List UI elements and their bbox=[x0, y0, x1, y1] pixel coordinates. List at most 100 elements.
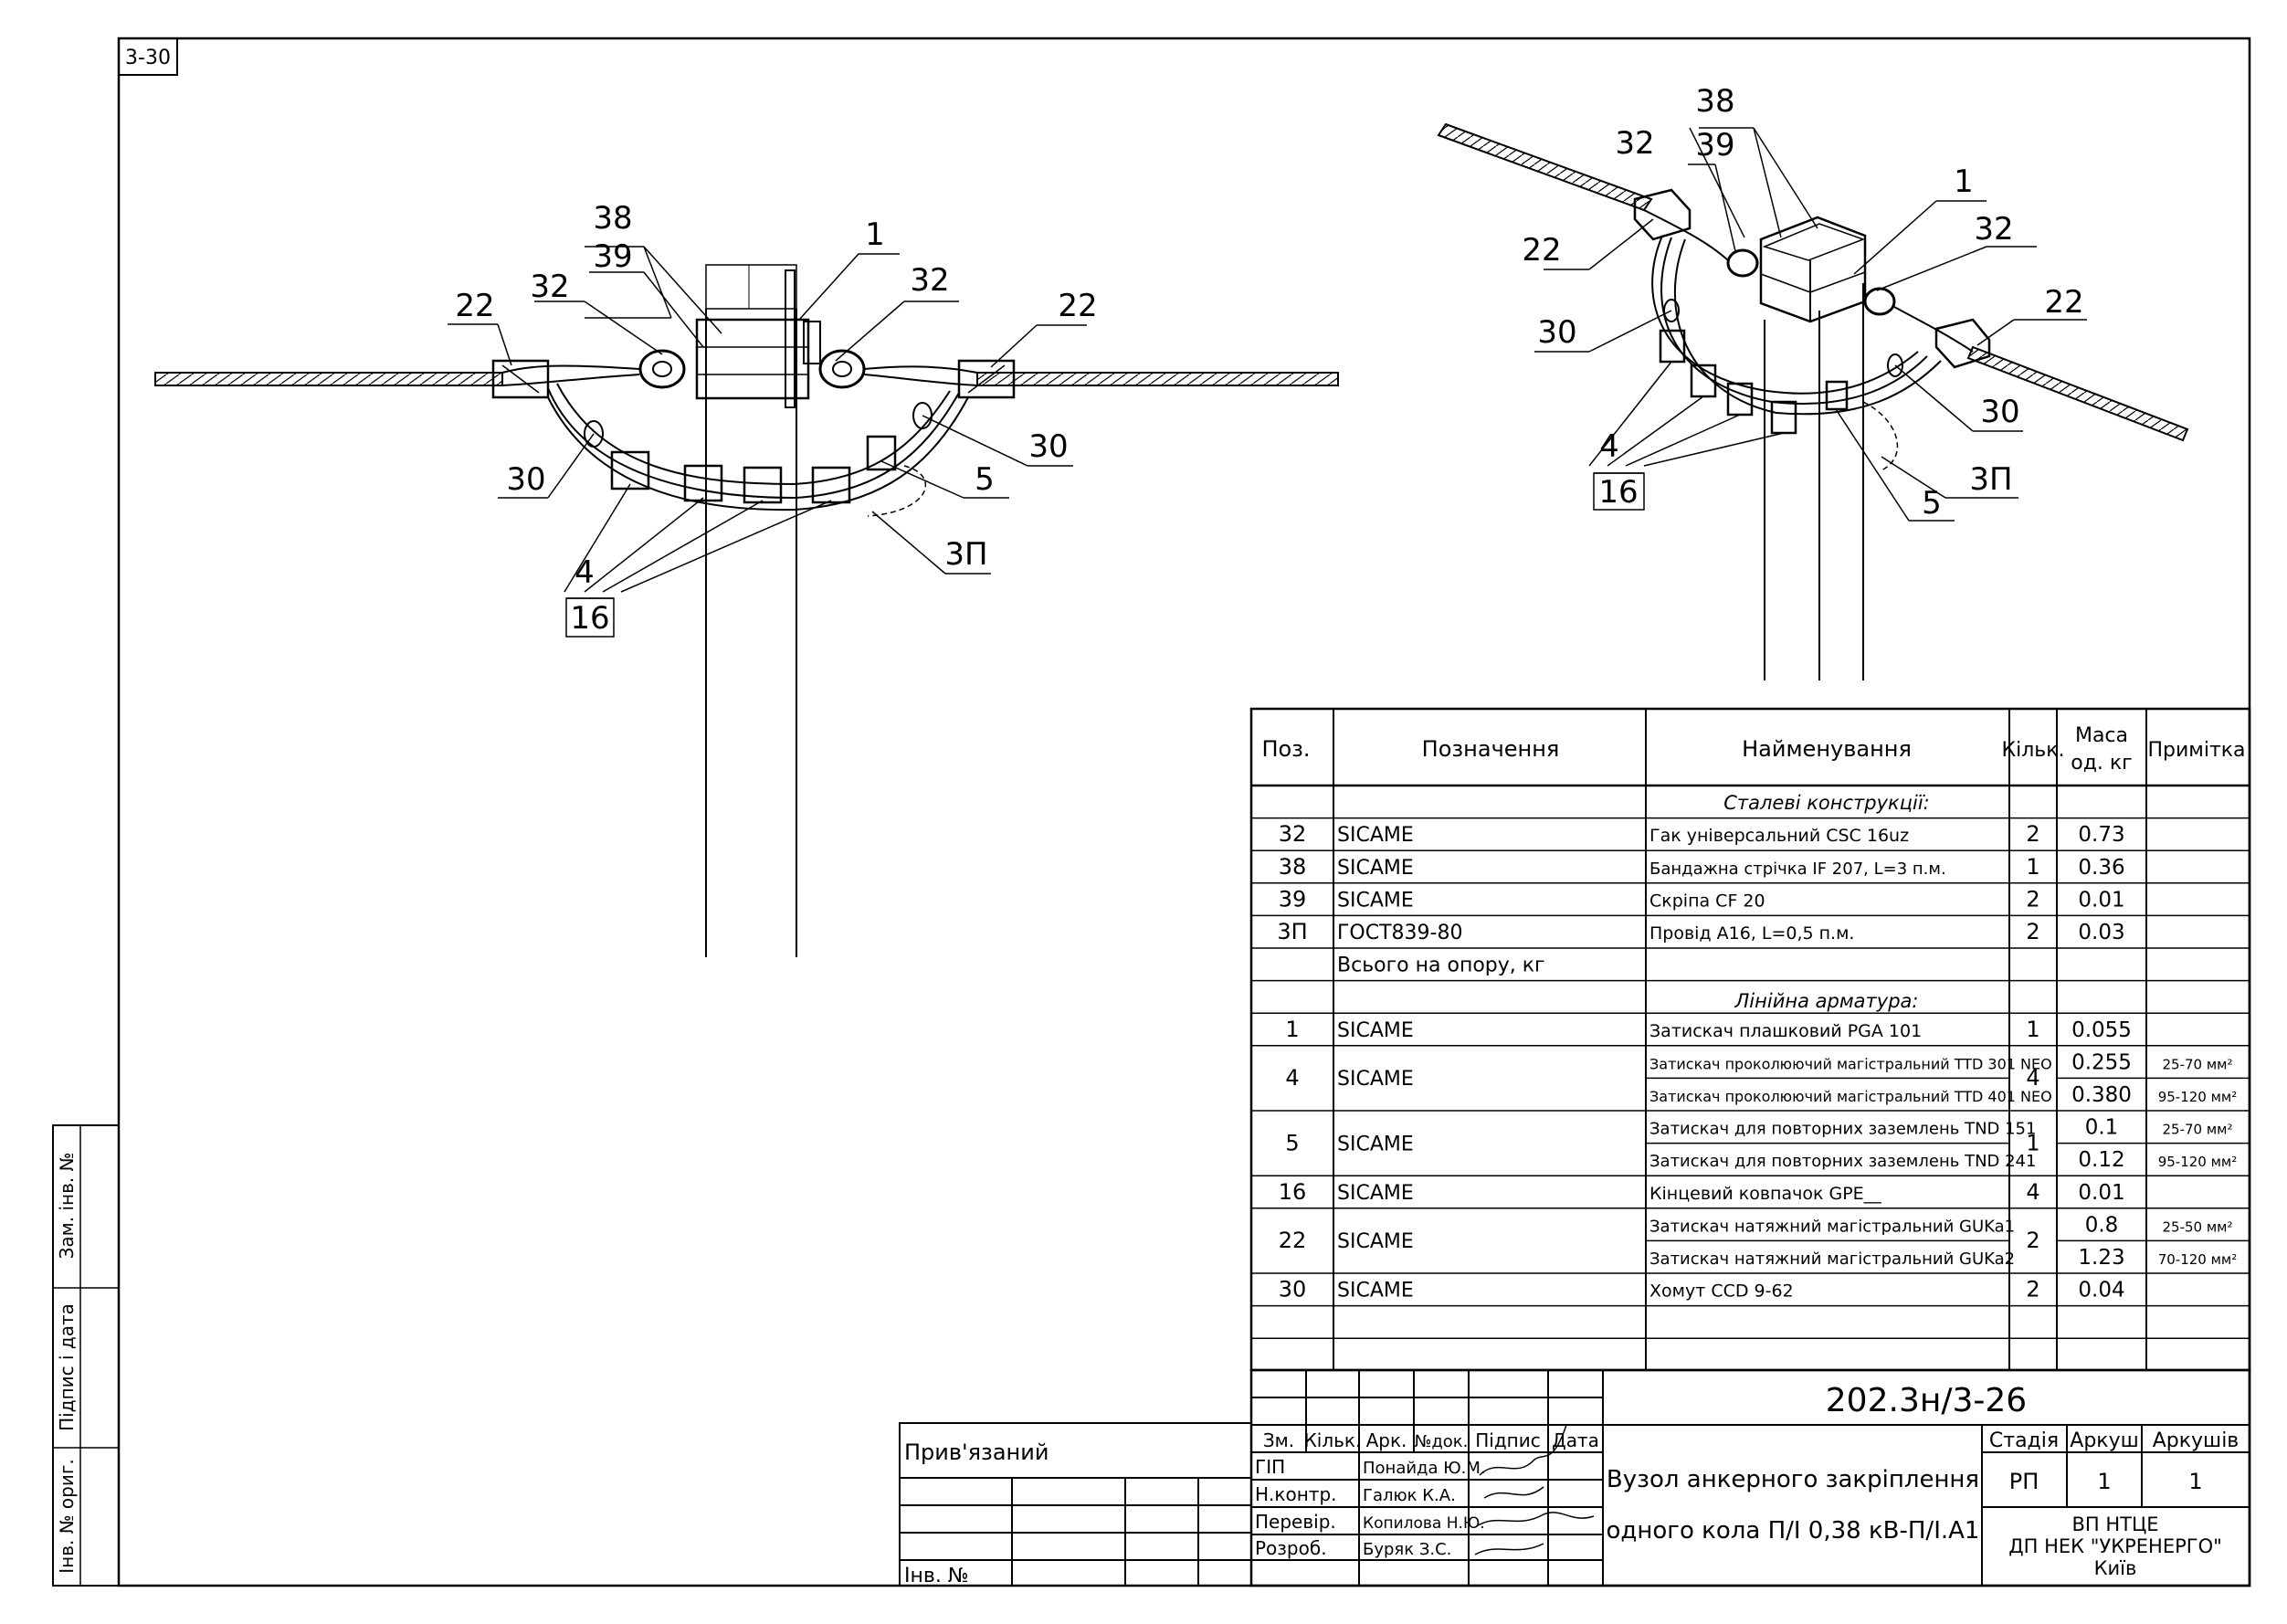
cell-note: 25-50 мм² bbox=[2163, 1218, 2233, 1235]
cell-qty: 4 bbox=[2026, 1179, 2039, 1205]
cell-designation: SICAME bbox=[1337, 1133, 1414, 1155]
iso-callout-16: 16 bbox=[1598, 474, 1638, 511]
iso-callout-39: 39 bbox=[1695, 127, 1734, 163]
name-1: Понайда Ю.М. bbox=[1363, 1459, 1486, 1478]
role-2: Н.контр. bbox=[1255, 1483, 1337, 1505]
org-line2: ДП НЕК "УКРЕНЕРГО" bbox=[2008, 1535, 2222, 1557]
name-3: Копилова Н.Ю. bbox=[1363, 1514, 1485, 1533]
cell-mass: 0.255 bbox=[2071, 1050, 2132, 1074]
title-block: Прив'язаний Інв. № 202.3н/3-26 Вузол ан bbox=[899, 1368, 2251, 1587]
header-mass-line1: Маса bbox=[2075, 724, 2128, 747]
cell-mass: 0.8 bbox=[2085, 1213, 2119, 1237]
role-3: Перевір. bbox=[1255, 1511, 1336, 1533]
pryviazanyi-label: Прив'язаний bbox=[904, 1439, 1049, 1465]
cell-note: 25-70 мм² bbox=[2163, 1122, 2233, 1138]
callout-4: 4 bbox=[574, 554, 595, 591]
name-4: Буряк З.С. bbox=[1363, 1540, 1451, 1559]
cell-name: Затискач натяжний магістральний GUKa2 bbox=[1649, 1250, 2015, 1269]
sheet-id-box bbox=[118, 37, 178, 76]
section-steel: Сталеві конструкції: bbox=[1723, 792, 1930, 814]
side-pidpys-data: Підпис і дата bbox=[56, 1303, 78, 1431]
cell-designation: Всього на опору, кг bbox=[1337, 954, 1545, 977]
col-kilk: Кільк. bbox=[1304, 1429, 1362, 1451]
cell-pos: 32 bbox=[1279, 821, 1307, 847]
cell-mass: 1.23 bbox=[2078, 1246, 2124, 1270]
cell-mass: 0.04 bbox=[2078, 1279, 2124, 1302]
cell-name: Скріпа CF 20 bbox=[1649, 891, 1765, 911]
iso-callout-32-left: 32 bbox=[1615, 125, 1654, 162]
cell-pos: 3П bbox=[1277, 919, 1307, 944]
side-inv-orig: Інв. № ориг. bbox=[56, 1459, 78, 1573]
sheet-label: Аркуш bbox=[2070, 1429, 2138, 1452]
spec-table: Поз. Позначення Найменування Кільк. Маса… bbox=[1249, 707, 2251, 1372]
iso-callout-32-right: 32 bbox=[1974, 211, 2013, 248]
cell-mass: 0.03 bbox=[2078, 921, 2124, 944]
section-fittings: Лінійна арматура: bbox=[1734, 990, 1919, 1012]
sheet-frame bbox=[117, 37, 2251, 1587]
cell-note: 95-120 мм² bbox=[2158, 1154, 2238, 1170]
col-data: Дата bbox=[1552, 1429, 1599, 1451]
cell-note: 95-120 мм² bbox=[2158, 1089, 2238, 1105]
cell-note: 25-70 мм² bbox=[2163, 1056, 2233, 1072]
col-ark: Арк. bbox=[1366, 1429, 1407, 1451]
iso-callout-30-right: 30 bbox=[1980, 394, 2019, 430]
iso-callout-1: 1 bbox=[1954, 163, 1974, 200]
cell-designation: SICAME bbox=[1337, 1068, 1414, 1091]
cell-designation: SICAME bbox=[1337, 1230, 1414, 1253]
doc-title-line2: одного кола П/І 0,38 кВ-П/І.А1 bbox=[1607, 1517, 1980, 1545]
cell-qty: 1 bbox=[2026, 854, 2039, 880]
org-line1: ВП НТЦЕ bbox=[2071, 1513, 2158, 1535]
cell-name: Гак універсальний CSC 16uz bbox=[1649, 826, 1909, 846]
cell-name: Провід А16, L=0,5 п.м. bbox=[1649, 923, 1854, 944]
header-mass-line2: од. кг bbox=[2071, 752, 2133, 775]
cell-designation: SICAME bbox=[1337, 1280, 1414, 1302]
cell-qty: 2 bbox=[2026, 919, 2039, 944]
sheet-value: 1 bbox=[2097, 1469, 2111, 1494]
cell-name: Затискач проколюючий магістральний TTD 3… bbox=[1649, 1055, 2052, 1072]
cell-mass: 0.01 bbox=[2078, 888, 2124, 912]
header-designation: Позначення bbox=[1422, 736, 1560, 762]
cell-mass: 0.1 bbox=[2085, 1116, 2119, 1140]
cell-designation: SICAME bbox=[1337, 1019, 1414, 1042]
role-1: ГІП bbox=[1255, 1456, 1285, 1478]
doc-title-line1: Вузол анкерного закріплення bbox=[1607, 1466, 1979, 1493]
iso-callout-5: 5 bbox=[1922, 485, 1942, 522]
front-view-drawing: 38 39 1 32 32 22 22 30 30 5 3П 4 16 bbox=[154, 200, 1339, 957]
callout-3P: 3П bbox=[944, 536, 987, 573]
cell-name: Бандажна стрічка IF 207, L=3 п.м. bbox=[1649, 859, 1946, 879]
cell-name: Затискач проколюючий магістральний TTD 4… bbox=[1649, 1088, 2052, 1105]
iso-view-drawing: 38 39 32 1 32 22 22 30 30 4 16 3П 5 bbox=[1437, 83, 2189, 680]
cell-designation: SICAME bbox=[1337, 889, 1414, 912]
org-line3: Київ bbox=[2094, 1557, 2137, 1579]
cell-qty: 2 bbox=[2026, 821, 2039, 847]
header-name: Найменування bbox=[1742, 736, 1912, 762]
cell-mass: 0.36 bbox=[2078, 856, 2124, 880]
cell-name: Хомут CCD 9-62 bbox=[1649, 1281, 1794, 1302]
cell-name: Затискач для повторних заземлень TND 151 bbox=[1649, 1120, 2036, 1139]
inv-no-label: Інв. № bbox=[904, 1565, 969, 1587]
cell-designation: ГОСТ839-80 bbox=[1337, 922, 1462, 944]
role-4: Розроб. bbox=[1255, 1537, 1327, 1559]
cell-designation: SICAME bbox=[1337, 824, 1414, 847]
side-zam-inv: Зам. інв. № bbox=[56, 1153, 78, 1260]
iso-callout-38: 38 bbox=[1695, 83, 1734, 120]
cell-pos: 22 bbox=[1279, 1228, 1307, 1253]
cell-qty: 2 bbox=[2026, 886, 2039, 912]
cell-pos: 4 bbox=[1285, 1065, 1299, 1091]
callout-16: 16 bbox=[570, 600, 609, 637]
cell-qty: 2 bbox=[2026, 1277, 2039, 1302]
cell-qty: 4 bbox=[2026, 1065, 2039, 1091]
cell-mass: 0.01 bbox=[2078, 1181, 2124, 1205]
cell-qty: 1 bbox=[2026, 1130, 2039, 1155]
callout-38: 38 bbox=[593, 200, 632, 237]
col-ndok: №док. bbox=[1415, 1432, 1469, 1451]
header-pos: Поз. bbox=[1261, 736, 1310, 762]
sheet-id: 3-30 bbox=[125, 47, 171, 69]
cell-designation: SICAME bbox=[1337, 857, 1414, 880]
iso-callout-3P: 3П bbox=[1969, 461, 2012, 498]
cell-mass: 0.380 bbox=[2071, 1083, 2132, 1107]
cell-mass: 0.73 bbox=[2078, 823, 2124, 847]
sheets-value: 1 bbox=[2188, 1469, 2202, 1494]
callout-32-left: 32 bbox=[530, 269, 569, 305]
